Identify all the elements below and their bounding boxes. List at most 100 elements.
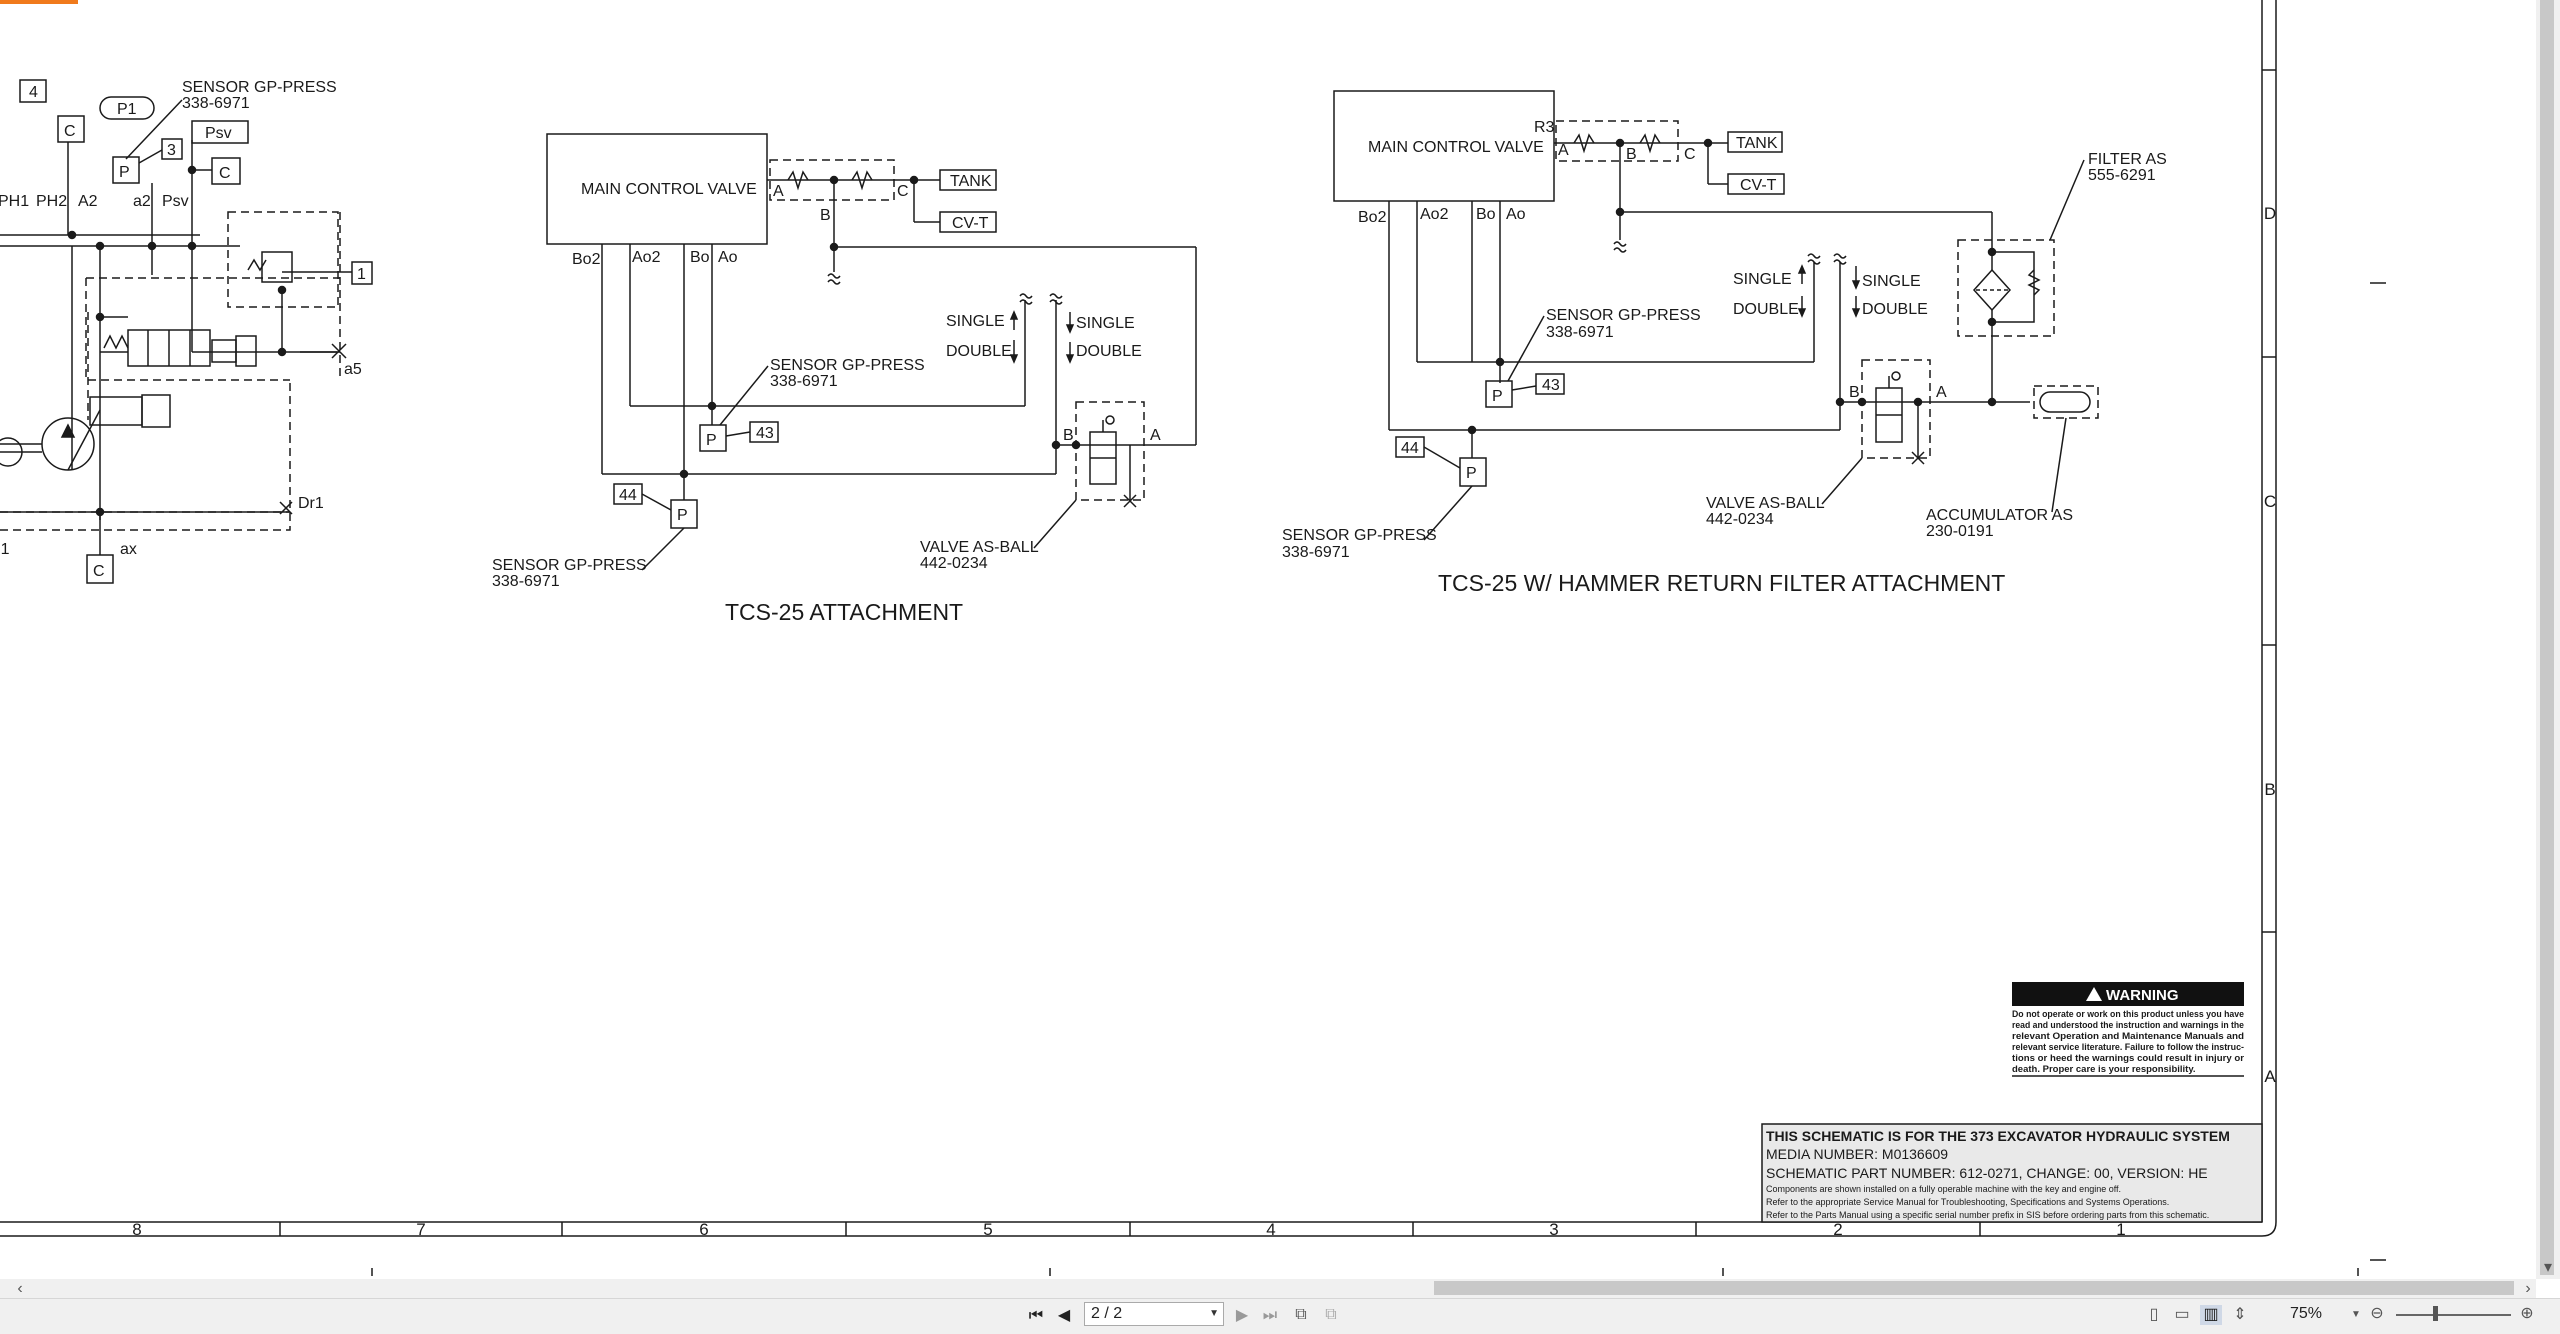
warning-line-6: death. Proper care is your responsibilit… xyxy=(2012,1064,2196,1075)
left-box-c1: C xyxy=(64,123,76,140)
left-sensor-name: SENSOR GP-PRESS xyxy=(182,79,337,96)
scroll-right-icon[interactable]: › xyxy=(2525,1280,2531,1297)
filter-cvt: CV-T xyxy=(1740,177,1777,194)
tcs25-tank: TANK xyxy=(950,173,992,190)
tcs25-caption: TCS-25 ATTACHMENT xyxy=(725,599,963,625)
filter-tank: TANK xyxy=(1736,135,1778,152)
tcs25-bo: Bo xyxy=(690,249,710,266)
filter-bo2: Bo2 xyxy=(1358,209,1387,226)
filter-ao2: Ao2 xyxy=(1420,206,1449,223)
tcs25-double1: DOUBLE xyxy=(946,343,1012,360)
left-port-a2s: a2 xyxy=(133,193,151,210)
left-port-a2: A2 xyxy=(78,193,98,210)
zoom-slider-handle[interactable] xyxy=(2433,1306,2438,1321)
warning-line-4: relevant service literature. Failure to … xyxy=(2012,1042,2244,1053)
left-box-1: 1 xyxy=(357,266,366,283)
grid-col-7: 7 xyxy=(416,1220,425,1239)
filter-port-c: C xyxy=(1684,146,1696,163)
grid-col-8: 8 xyxy=(132,1220,141,1239)
tcs25-valve-a: A xyxy=(1150,427,1161,444)
titlebox-title: THIS SCHEMATIC IS FOR THE 373 EXCAVATOR … xyxy=(1766,1128,2230,1144)
filter-cvt-box xyxy=(1727,173,1785,195)
filter-mcv-box xyxy=(1333,90,1555,202)
left-circuit xyxy=(0,79,373,584)
tcs25-labels: MAIN CONTROL VALVE A B C TANK CV-T Bo2 A… xyxy=(492,173,1161,625)
facing-page-icon[interactable]: ▭ xyxy=(2174,1306,2190,1323)
filter-sensor2-name: SENSOR GP-PRESS xyxy=(1282,527,1437,544)
filter-p: P xyxy=(1492,388,1503,405)
filter-part: 555-6291 xyxy=(2088,167,2156,184)
tcs25-bo2: Bo2 xyxy=(572,251,601,268)
zoom-slider[interactable] xyxy=(2396,1314,2511,1316)
tcs25-ao2: Ao2 xyxy=(632,249,661,266)
filter-sensor44 xyxy=(1459,457,1487,487)
filter-double2: DOUBLE xyxy=(1862,301,1928,318)
page-number-value: 2 / 2 xyxy=(1091,1305,1123,1322)
first-page-icon[interactable]: ⏮ xyxy=(1028,1307,1044,1324)
grid-col-3: 3 xyxy=(1549,1220,1558,1239)
continuous-view-icon[interactable]: ⧉ xyxy=(1325,1306,1337,1323)
warning-line-2: read and understood the instruction and … xyxy=(2012,1020,2244,1031)
filter-port-a: A xyxy=(1558,142,1569,159)
left-port-b1: B1 xyxy=(0,541,10,558)
grid-col-1: 1 xyxy=(2116,1220,2125,1239)
filter-bo: Bo xyxy=(1476,206,1496,223)
prev-page-icon[interactable]: ◀ xyxy=(1057,1307,1071,1324)
left-labels: SENSOR GP-PRESS 338-6971 4 C P1 Psv C 3 … xyxy=(0,79,366,580)
titlebox-note-1: Components are shown installed on a full… xyxy=(1766,1184,2121,1194)
left-box-p1: P1 xyxy=(117,101,137,118)
left-port-a5: a5 xyxy=(344,361,362,378)
page-number-input[interactable]: 2 / 2 ▼ xyxy=(1084,1302,1224,1326)
filter-ao: Ao xyxy=(1506,206,1526,223)
filter-r3: R3 xyxy=(1534,119,1555,136)
tcs25-mcv-label: MAIN CONTROL VALVE xyxy=(581,181,757,198)
status-bar: ⏮ ◀ 2 / 2 ▼ ▶ ⏭ ⧉ ⧉ ▯ ▭ ▥ ⇕ 75% ▼ ⊖ ⊕ xyxy=(0,1298,2560,1334)
filter-double1: DOUBLE xyxy=(1733,301,1799,318)
sheet-frame xyxy=(0,0,2386,1276)
titlebox-note-2: Refer to the appropriate Service Manual … xyxy=(1766,1197,2169,1207)
zoom-out-icon[interactable]: ⊖ xyxy=(2370,1305,2384,1322)
page-view-icon[interactable]: ⧉ xyxy=(1295,1306,1307,1323)
grid-col-5: 5 xyxy=(983,1220,992,1239)
tcs25-ao: Ao xyxy=(718,249,738,266)
tcs25-p: P xyxy=(706,432,717,449)
page-dropdown-icon[interactable]: ▼ xyxy=(1209,1308,1219,1319)
grid-row-c: C xyxy=(2264,492,2276,511)
left-box-3: 3 xyxy=(167,142,176,159)
left-port-ax: ax xyxy=(120,541,137,558)
grid-col-6: 6 xyxy=(699,1220,708,1239)
grid-row-a: A xyxy=(2264,1067,2276,1086)
mcv-box xyxy=(546,133,768,245)
next-page-icon[interactable]: ▶ xyxy=(1235,1307,1249,1324)
tcs25-p2: P xyxy=(677,507,688,524)
tcs25-sensor-part: 338-6971 xyxy=(770,373,838,390)
horizontal-scroll-thumb[interactable] xyxy=(1434,1281,2514,1295)
vertical-scroll-thumb[interactable] xyxy=(2540,0,2554,1275)
filter-mcv-label: MAIN CONTROL VALVE xyxy=(1368,139,1544,156)
warning-line-3: relevant Operation and Maintenance Manua… xyxy=(2012,1031,2244,1042)
filter-p2: P xyxy=(1466,465,1477,482)
left-sensor-part: 338-6971 xyxy=(182,95,250,112)
tcs25-valve-name: VALVE AS-BALL xyxy=(920,539,1039,556)
zoom-level[interactable]: 75% xyxy=(2290,1305,2323,1322)
filter-n43: 43 xyxy=(1542,377,1560,394)
filter-acc-name: ACCUMULATOR AS xyxy=(1926,507,2073,524)
tcs25-port-c: C xyxy=(897,183,909,200)
two-up-icon[interactable]: ▥ xyxy=(2200,1305,2222,1325)
single-page-icon[interactable]: ▯ xyxy=(2149,1306,2159,1323)
tcs25-filter-circuit xyxy=(1333,90,2099,541)
filter-sensor43 xyxy=(1485,380,1513,408)
tcs25-single1: SINGLE xyxy=(946,313,1005,330)
tcs25-circuit xyxy=(546,133,1197,571)
last-page-icon[interactable]: ⏭ xyxy=(1262,1307,1278,1324)
zoom-dropdown-icon[interactable]: ▼ xyxy=(2351,1309,2361,1320)
tcs25-port-b: B xyxy=(820,207,831,224)
scroll-icon[interactable]: ⇕ xyxy=(2233,1306,2247,1323)
zoom-in-icon[interactable]: ⊕ xyxy=(2520,1305,2534,1322)
tcs25-double2: DOUBLE xyxy=(1076,343,1142,360)
scroll-left-icon[interactable]: ‹ xyxy=(17,1280,23,1297)
scroll-down-icon[interactable]: ▾ xyxy=(2543,1259,2553,1276)
left-box-p: P xyxy=(119,164,130,181)
filter-n44: 44 xyxy=(1401,440,1419,457)
